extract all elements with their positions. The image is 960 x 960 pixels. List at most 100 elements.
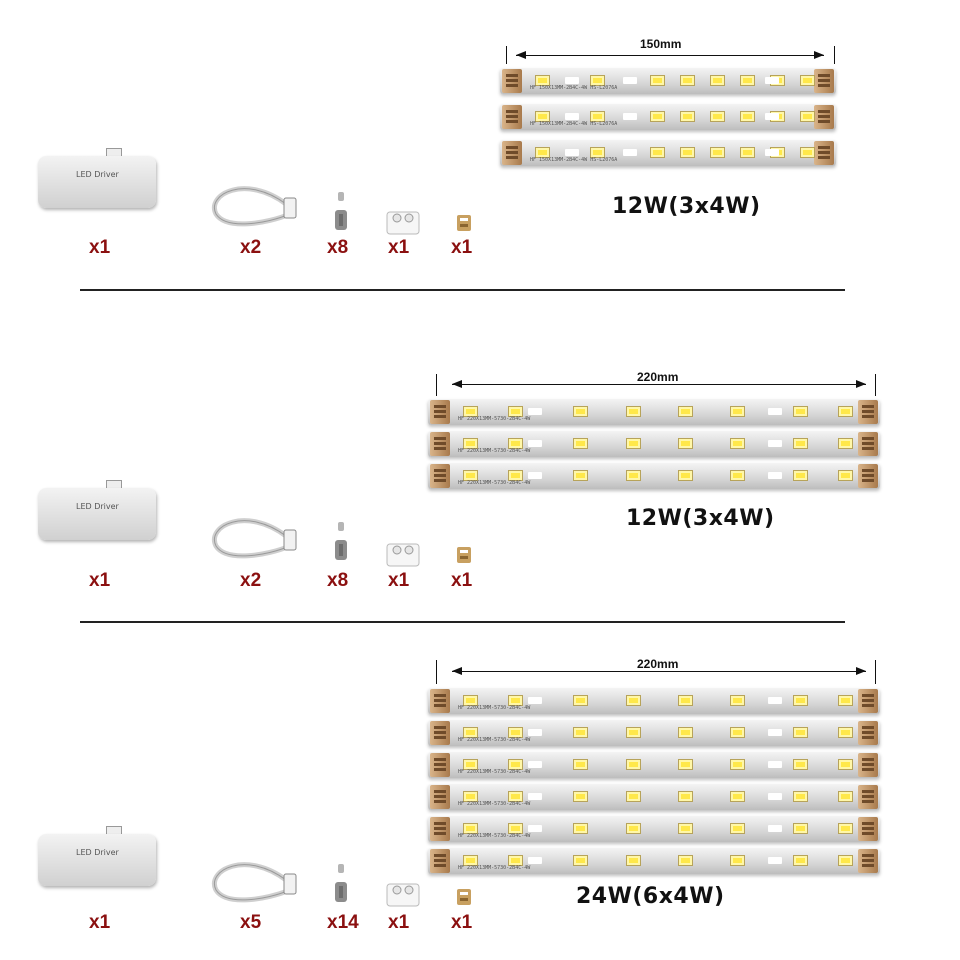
solder-pad (765, 113, 779, 120)
screw-image (335, 192, 347, 230)
dimension-tick-left (436, 660, 437, 684)
led-chip (508, 695, 523, 706)
solder-pad (528, 408, 542, 415)
strip-silkscreen: HF 150X13MM-2B4C-4W HS-L2076A (530, 85, 618, 91)
led-chip (626, 470, 641, 481)
quantity-terminal-block: x1 (388, 237, 410, 258)
solder-pad (528, 825, 542, 832)
led-chip (535, 75, 550, 86)
led-chip (710, 75, 725, 86)
dimension-tick-right (834, 46, 835, 64)
strip-connector (858, 753, 878, 777)
solder-pad (768, 857, 782, 864)
led-chip (590, 75, 605, 86)
led-chip (590, 111, 605, 122)
led-chip (800, 111, 815, 122)
led-chip (730, 727, 745, 738)
solder-pad (623, 113, 637, 120)
led-chip (793, 823, 808, 834)
strip-silkscreen: HF 220X13MM-5730-2B4C-4W (458, 480, 531, 486)
led-chip (535, 111, 550, 122)
strip-connector (858, 849, 878, 873)
strip-connector (502, 141, 522, 165)
connector-pin-image (457, 547, 471, 563)
solder-pad (528, 793, 542, 800)
led-chip (730, 470, 745, 481)
led-chip (678, 823, 693, 834)
section-divider (80, 621, 845, 623)
cable-image (211, 518, 297, 559)
led-chip (463, 695, 478, 706)
solder-pad (528, 697, 542, 704)
led-chip (838, 823, 853, 834)
led-chip (793, 695, 808, 706)
strip-connector (430, 464, 450, 488)
led-chip (626, 855, 641, 866)
dimension-tick-left (436, 374, 437, 396)
solder-pad (765, 77, 779, 84)
strip-connector (858, 817, 878, 841)
strip-connector (814, 105, 834, 129)
led-chip (838, 759, 853, 770)
strip-connector (858, 721, 878, 745)
led-chip (573, 406, 588, 417)
strip-connector (430, 432, 450, 456)
quantity-driver: x1 (89, 912, 111, 933)
led-chip (838, 438, 853, 449)
led-chip (793, 406, 808, 417)
power-label: 12W(3x4W) (626, 506, 775, 531)
led-chip (573, 823, 588, 834)
strip-connector (430, 721, 450, 745)
led-chip (793, 759, 808, 770)
solder-pad (768, 440, 782, 447)
quantity-screw: x8 (327, 237, 349, 258)
driver-box (38, 156, 156, 208)
led-chip (626, 759, 641, 770)
led-chip (508, 823, 523, 834)
led-chip (730, 695, 745, 706)
cable-image (211, 862, 297, 903)
led-chip (730, 823, 745, 834)
led-chip (838, 727, 853, 738)
led-chip (573, 791, 588, 802)
driver-box (38, 488, 156, 540)
solder-pad (528, 857, 542, 864)
strip-connector (502, 69, 522, 93)
led-chip (800, 147, 815, 158)
quantity-screw: x8 (327, 570, 349, 591)
led-strip: HF 220X13MM-5730-2B4C-4W (428, 463, 880, 489)
solder-pad (768, 793, 782, 800)
solder-pad (565, 149, 579, 156)
led-chip (678, 855, 693, 866)
led-chip (626, 727, 641, 738)
solder-pad (765, 149, 779, 156)
screw-image (335, 522, 347, 560)
quantity-driver: x1 (89, 237, 111, 258)
dimension-label: 150mm (640, 37, 682, 51)
led-chip (678, 695, 693, 706)
led-chip (730, 406, 745, 417)
screw-image (335, 864, 347, 902)
led-chip (678, 406, 693, 417)
led-strip: HF 220X13MM-5730-2B4C-4W (428, 720, 880, 746)
dimension-arrow (452, 380, 866, 388)
strip-connector (858, 432, 878, 456)
led-chip (678, 727, 693, 738)
led-chip (626, 791, 641, 802)
strip-connector (502, 105, 522, 129)
led-chip (508, 759, 523, 770)
led-chip (730, 438, 745, 449)
solder-pad (623, 77, 637, 84)
solder-pad (768, 472, 782, 479)
led-chip (508, 855, 523, 866)
led-strip: HF 220X13MM-5730-2B4C-4W (428, 848, 880, 874)
led-chip (508, 406, 523, 417)
led-chip (508, 727, 523, 738)
led-chip (463, 470, 478, 481)
quantity-screw: x14 (327, 912, 359, 933)
solder-pad (768, 408, 782, 415)
solder-pad (528, 729, 542, 736)
quantity-cable: x2 (240, 237, 262, 258)
dimension-label: 220mm (637, 370, 679, 384)
terminal-block-image (386, 211, 420, 235)
